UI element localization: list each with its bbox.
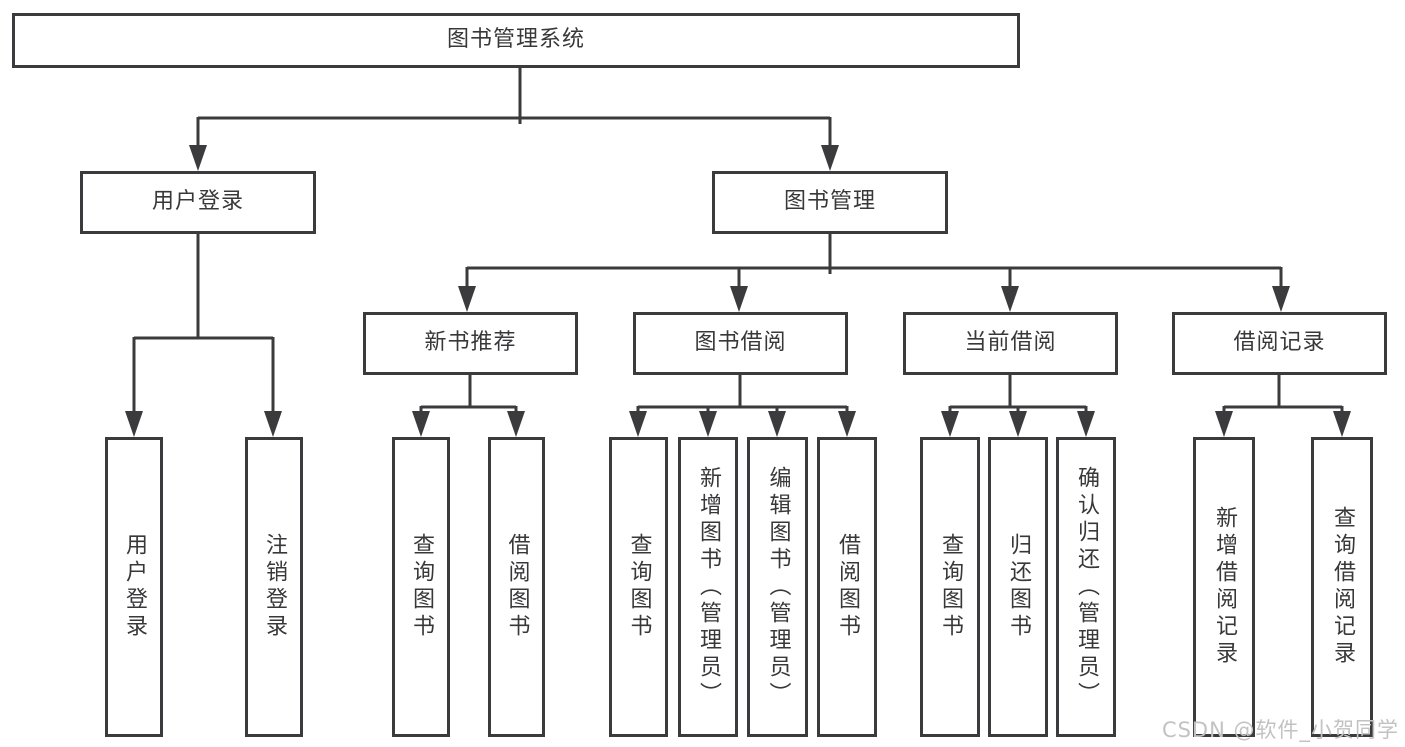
node-label: 编辑图书（管理员） [765,465,791,709]
node-label: 查询图书 [409,533,434,641]
node-new-book-recommend: 新书推荐 [363,312,578,375]
node-leaf-add-book-admin: 新增图书（管理员） [678,437,738,737]
arrowheads [125,145,1351,437]
node-leaf-confirm-return-admin: 确认归还（管理员） [1056,437,1116,737]
node-label: 查询图书 [626,533,652,641]
node-label: 注销登录 [262,533,287,641]
node-leaf-logout: 注销登录 [245,437,303,737]
node-label: 查询图书 [938,533,963,641]
node-label: 新增图书（管理员） [696,465,721,709]
node-label: 借阅图书 [835,533,860,641]
node-leaf-add-borrow-record: 新增借阅记录 [1193,437,1255,737]
node-book-borrow: 图书借阅 [633,312,848,375]
node-leaf-query-borrow-record: 查询借阅记录 [1311,437,1373,737]
node-leaf-return-book: 归还图书 [988,437,1048,737]
node-leaf-user-login: 用户登录 [105,437,163,737]
node-leaf-query-book-2: 查询图书 [609,437,668,737]
node-user-login-group: 用户登录 [80,171,316,234]
node-leaf-borrow-book-1: 借阅图书 [488,437,545,737]
csdn-watermark: CSDN @软件_小贺同学 [1161,718,1399,742]
node-leaf-query-book-1: 查询图书 [392,437,450,737]
node-library-system-root: 图书管理系统 [12,13,1020,68]
node-label: 查询借阅记录 [1330,506,1355,668]
node-leaf-borrow-book-2: 借阅图书 [817,437,877,737]
node-label: 用户登录 [122,533,147,641]
node-label: 借阅图书 [504,533,530,641]
node-book-management-group: 图书管理 [712,171,948,234]
node-label: 确认归还（管理员） [1074,465,1099,709]
node-label: 归还图书 [1006,533,1031,641]
node-label: 新增借阅记录 [1212,506,1237,668]
node-current-borrow: 当前借阅 [903,312,1118,375]
node-leaf-query-book-3: 查询图书 [920,437,980,737]
node-borrow-records: 借阅记录 [1172,312,1387,375]
node-leaf-edit-book-admin: 编辑图书（管理员） [747,437,808,737]
